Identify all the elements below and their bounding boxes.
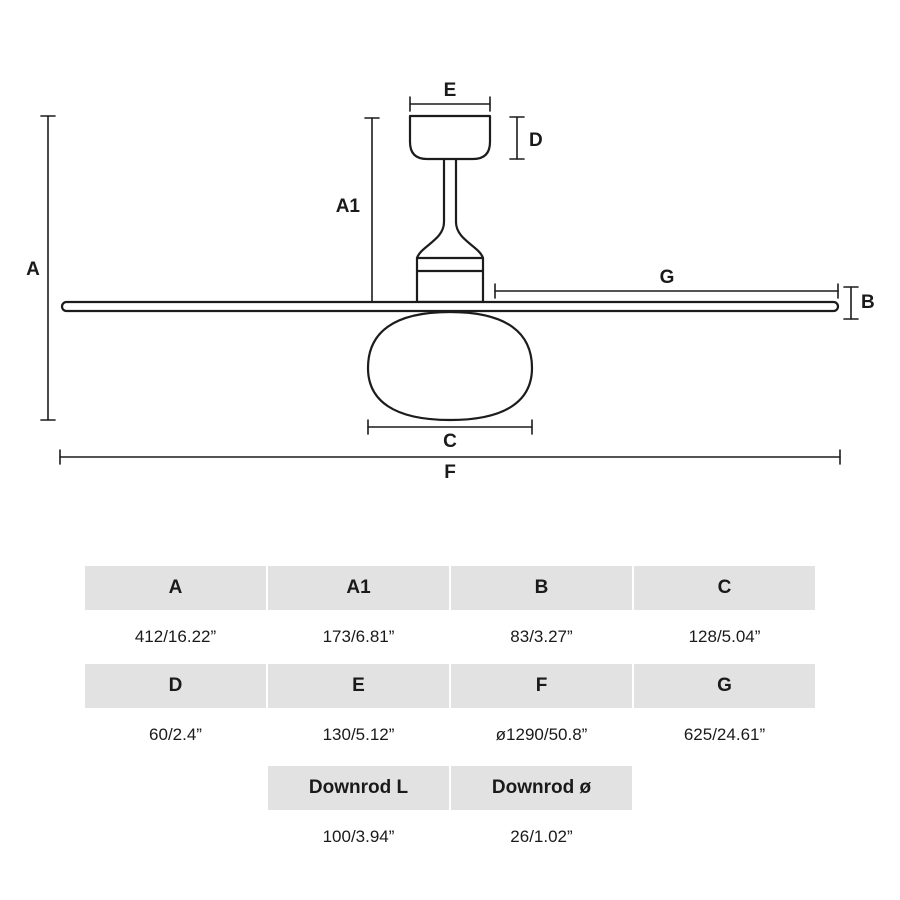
dim-header-cell: G — [634, 664, 815, 708]
dim-header-cell: F — [451, 664, 632, 708]
dim-label-D: D — [529, 130, 543, 151]
dim-value-cell: 412/16.22” — [85, 612, 266, 662]
dim-header-cell: D — [85, 664, 266, 708]
motor-neck-right — [454, 220, 485, 260]
table-value-row-2: 60/2.4” 130/5.12” ø1290/50.8” 625/24.61” — [85, 710, 815, 760]
table-value-row-1: 412/16.22” 173/6.81” 83/3.27” 128/5.04” — [85, 612, 815, 662]
table-header-row-1: A A1 B C — [85, 566, 815, 610]
table-value-row-downrod: 100/3.94” 26/1.02” — [85, 812, 815, 862]
light-globe — [366, 310, 534, 422]
dim-header-cell: B — [451, 566, 632, 610]
motor-neck-left — [415, 220, 446, 260]
dim-value-cell: 83/3.27” — [451, 612, 632, 662]
dim-label-A1: A1 — [336, 196, 361, 217]
dim-value-cell: ø1290/50.8” — [451, 710, 632, 760]
table-header-row-downrod: Downrod L Downrod ø — [85, 766, 815, 810]
dim-value-cell: 173/6.81” — [268, 612, 449, 662]
canopy — [408, 114, 492, 161]
dim-value-cell: 26/1.02” — [451, 812, 632, 862]
dim-label-G: G — [660, 267, 675, 288]
dim-header-cell: E — [268, 664, 449, 708]
dim-header-cell: C — [634, 566, 815, 610]
fan-blades — [60, 300, 840, 313]
dim-value-cell: 130/5.12” — [268, 710, 449, 760]
dim-label-E: E — [444, 80, 457, 101]
dim-label-A: A — [26, 259, 40, 280]
dim-label-C: C — [443, 431, 457, 452]
dim-header-cell: Downrod L — [268, 766, 449, 810]
dim-value-cell: 100/3.94” — [268, 812, 449, 862]
table-header-row-2: D E F G — [85, 664, 815, 708]
dim-value-cell: 128/5.04” — [634, 612, 815, 662]
dim-header-cell: A1 — [268, 566, 449, 610]
dimensions-table: A A1 B C 412/16.22” 173/6.81” 83/3.27” 1… — [85, 566, 815, 864]
dim-header-cell: Downrod ø — [451, 766, 632, 810]
motor-body — [415, 256, 485, 304]
dim-value-cell: 625/24.61” — [634, 710, 815, 760]
dim-label-F: F — [444, 462, 456, 483]
dim-label-B: B — [861, 292, 875, 313]
dim-header-cell: A — [85, 566, 266, 610]
dim-value-cell: 60/2.4” — [85, 710, 266, 760]
fan-diagram: A A1 E D G B C F — [26, 80, 875, 483]
